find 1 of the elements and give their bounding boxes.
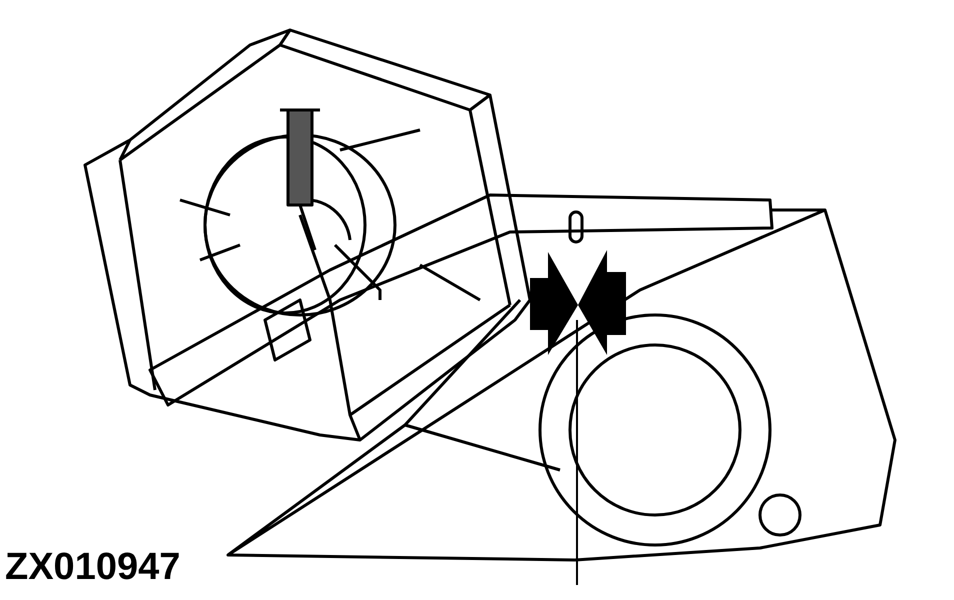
figure-code: ZX010947 <box>5 548 180 586</box>
